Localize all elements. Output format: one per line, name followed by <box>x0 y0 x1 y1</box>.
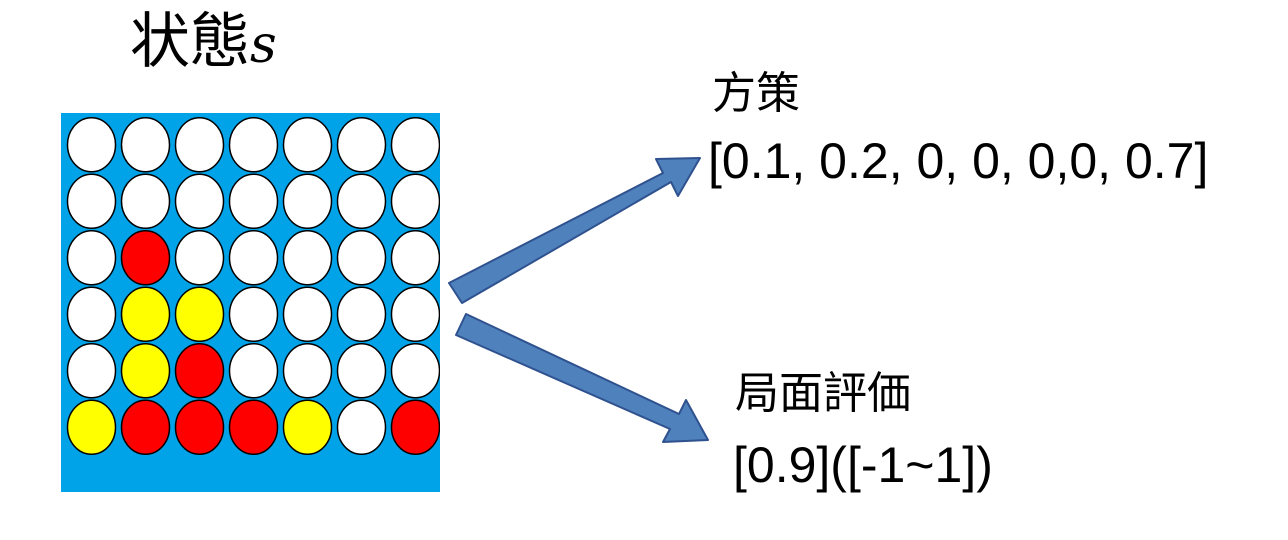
board-cell-yellow <box>120 286 171 342</box>
arrow-to-value <box>455 313 709 443</box>
board-cell-red <box>174 343 225 399</box>
value-label: 局面評価 <box>735 368 911 419</box>
board-cell-empty <box>228 117 279 173</box>
board-cell-empty <box>174 230 225 286</box>
board-cell-empty <box>336 117 387 173</box>
policy-values: [0.1, 0.2, 0, 0, 0,0, 0.7] <box>708 133 1209 189</box>
board-cell-empty <box>282 117 333 173</box>
board-graphic <box>61 113 440 492</box>
board-cell-empty <box>282 286 333 342</box>
board-cell-empty <box>66 230 117 286</box>
board-cell-empty <box>282 343 333 399</box>
board-cell-red <box>120 230 171 286</box>
board-cell-empty <box>120 117 171 173</box>
board-cell-empty <box>282 230 333 286</box>
board-cell-empty <box>390 117 440 173</box>
board-cell-red <box>174 399 225 455</box>
board-cell-empty <box>336 173 387 229</box>
board-cell-empty <box>336 230 387 286</box>
board-cell-empty <box>336 343 387 399</box>
state-title: 状態s <box>130 12 277 72</box>
board-cell-empty <box>336 286 387 342</box>
board-cell-empty <box>66 343 117 399</box>
board-cell-empty <box>390 343 440 399</box>
policy-label: 方策 <box>712 68 800 119</box>
board-cell-yellow <box>66 399 117 455</box>
board-cell-empty <box>390 173 440 229</box>
board-cell-empty <box>66 117 117 173</box>
board-cell-yellow <box>282 399 333 455</box>
board-cell-yellow <box>120 343 171 399</box>
board-cell-empty <box>174 173 225 229</box>
board-cell-yellow <box>174 286 225 342</box>
board-cell-red <box>228 399 279 455</box>
arrow-to-policy <box>448 157 701 304</box>
connect-four-board <box>61 113 440 492</box>
board-cell-empty <box>228 286 279 342</box>
board-cell-empty <box>66 173 117 229</box>
board-cell-empty <box>228 230 279 286</box>
board-cell-empty <box>282 173 333 229</box>
board-cell-empty <box>336 399 387 455</box>
board-cell-empty <box>390 230 440 286</box>
board-cell-empty <box>120 173 171 229</box>
board-cell-empty <box>228 173 279 229</box>
board-cell-red <box>120 399 171 455</box>
board-cell-empty <box>390 286 440 342</box>
value-values: [0.9]([-1~1]) <box>733 437 993 493</box>
state-title-text: 状態 <box>130 7 250 77</box>
board-cell-red <box>390 399 440 455</box>
state-variable: s <box>250 15 277 75</box>
board-cell-empty <box>174 117 225 173</box>
board-cell-empty <box>66 286 117 342</box>
board-cell-empty <box>228 343 279 399</box>
